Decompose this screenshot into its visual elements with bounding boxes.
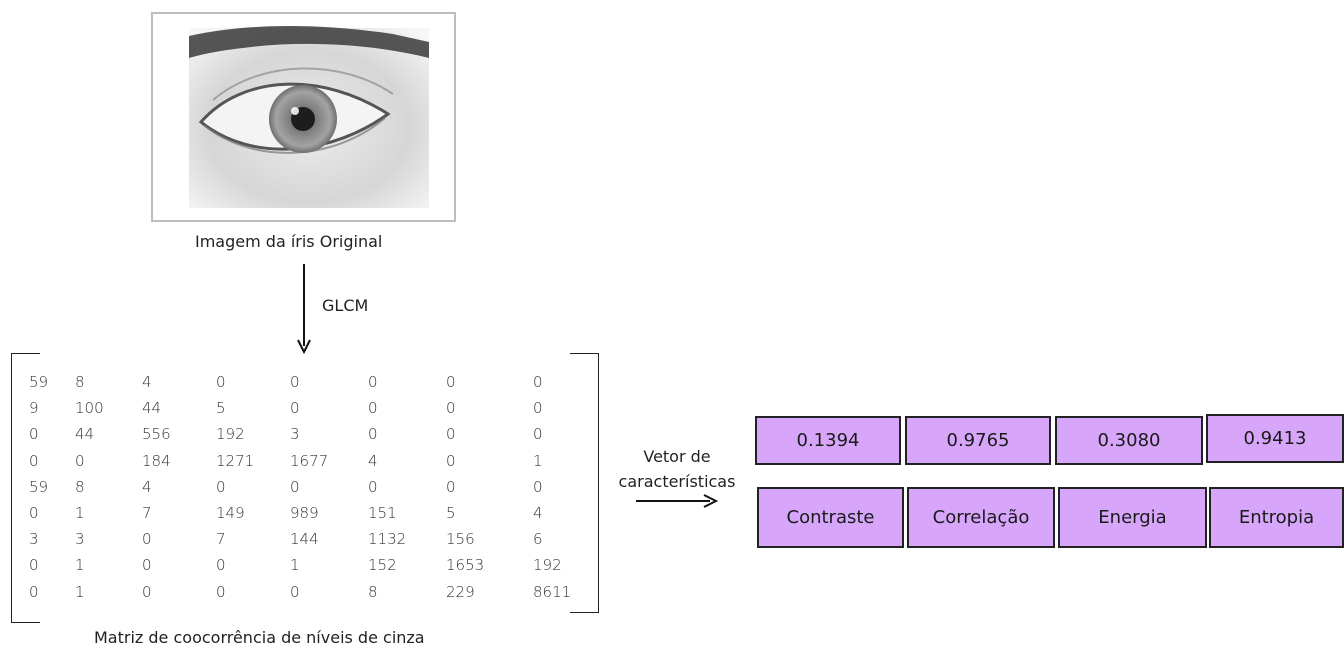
feature-name-energia: Energia xyxy=(1058,487,1207,548)
feature-value-entropia: 0.9413 xyxy=(1206,414,1344,463)
matrix-cell: 144 xyxy=(290,530,319,549)
matrix-right-bracket xyxy=(570,353,599,613)
matrix-cell: 0 xyxy=(29,451,39,470)
matrix-cell: 3 xyxy=(29,530,39,549)
matrix-cell: 0 xyxy=(290,399,300,418)
feature-value-energia: 0.3080 xyxy=(1055,416,1203,465)
matrix-cell: 156 xyxy=(446,530,475,549)
matrix-cell: 0 xyxy=(290,477,300,496)
image-caption: Imagem da íris Original xyxy=(195,232,383,251)
matrix-cell: 0 xyxy=(216,477,226,496)
matrix-cell: 100 xyxy=(75,399,104,418)
matrix-cell: 6 xyxy=(533,530,543,549)
feature-value-contraste: 0.1394 xyxy=(755,416,901,465)
matrix-cell: 0 xyxy=(290,582,300,601)
glcm-arrow-icon xyxy=(297,264,311,355)
matrix-cell: 7 xyxy=(216,530,226,549)
matrix-cell: 1 xyxy=(75,504,85,522)
matrix-cell: 0 xyxy=(368,373,378,391)
matrix-cell: 0 xyxy=(29,504,39,522)
matrix-cell: 4 xyxy=(142,477,152,496)
matrix-cell: 0 xyxy=(142,530,152,549)
matrix-cell: 0 xyxy=(533,373,543,391)
matrix-cell: 3 xyxy=(75,530,85,549)
matrix-cell: 5 xyxy=(216,399,226,418)
matrix-cell: 1 xyxy=(533,451,543,470)
matrix-cell: 5 xyxy=(446,504,456,522)
matrix-cell: 149 xyxy=(216,504,245,522)
matrix-cell: 8 xyxy=(75,373,85,391)
matrix-cell: 989 xyxy=(290,504,319,522)
matrix-cell: 0 xyxy=(142,556,152,575)
matrix-cell: 0 xyxy=(216,373,226,391)
matrix-cell: 59 xyxy=(29,373,49,391)
matrix-cell: 1677 xyxy=(290,451,329,470)
matrix-cell: 1271 xyxy=(216,451,255,470)
matrix-cell: 556 xyxy=(142,425,171,444)
matrix-cell: 1653 xyxy=(446,556,485,575)
matrix-cell: 0 xyxy=(368,399,378,418)
matrix-cell: 59 xyxy=(29,477,49,496)
matrix-cell: 1 xyxy=(75,582,85,601)
matrix-cell: 184 xyxy=(142,451,171,470)
matrix-cell: 0 xyxy=(29,425,39,444)
matrix-cell: 0 xyxy=(29,556,39,575)
matrix-cell: 0 xyxy=(290,373,300,391)
feature-name-contraste: Contraste xyxy=(757,487,904,548)
matrix-cell: 151 xyxy=(368,504,397,522)
matrix-cell: 1 xyxy=(75,556,85,575)
matrix-cell: 0 xyxy=(533,425,543,444)
iris-image-frame xyxy=(151,12,456,222)
matrix-cell: 4 xyxy=(533,504,543,522)
matrix-cell: 229 xyxy=(446,582,475,601)
matrix-cell: 8611 xyxy=(533,582,572,601)
matrix-cell: 0 xyxy=(446,373,456,391)
vector-label-line1: Vetor de xyxy=(643,447,711,466)
matrix-cell: 192 xyxy=(216,425,245,444)
matrix-cell: 0 xyxy=(75,451,85,470)
matrix-cell: 8 xyxy=(75,477,85,496)
matrix-cell: 0 xyxy=(446,399,456,418)
matrix-cell: 0 xyxy=(368,425,378,444)
matrix-cell: 152 xyxy=(368,556,397,575)
matrix-cell: 0 xyxy=(216,556,226,575)
matrix-left-bracket xyxy=(11,353,40,623)
matrix-cell: 0 xyxy=(368,477,378,496)
matrix-cell: 7 xyxy=(142,504,152,522)
matrix-cell: 0 xyxy=(142,582,152,601)
matrix-cell: 3 xyxy=(290,425,300,444)
glcm-label: GLCM xyxy=(322,296,369,315)
matrix-cell: 0 xyxy=(446,451,456,470)
feature-value-correlacao: 0.9765 xyxy=(905,416,1051,465)
matrix-cell: 0 xyxy=(216,582,226,601)
vector-label-line2: características xyxy=(618,472,736,491)
matrix-cell: 0 xyxy=(533,399,543,418)
matrix-cell: 4 xyxy=(142,373,152,391)
matrix-caption: Matriz de coocorrência de níveis de cinz… xyxy=(94,628,425,647)
feature-name-entropia: Entropia xyxy=(1209,487,1344,548)
matrix-cell: 44 xyxy=(75,425,95,444)
matrix-cell: 9 xyxy=(29,399,39,418)
matrix-cell: 8 xyxy=(368,582,378,601)
matrix-cell: 0 xyxy=(29,582,39,601)
matrix-cell: 1132 xyxy=(368,530,407,549)
vector-arrow-icon xyxy=(636,494,719,508)
matrix-cell: 1 xyxy=(290,556,300,575)
iris-eye-image xyxy=(189,25,429,208)
matrix-cell: 0 xyxy=(446,477,456,496)
matrix-cell: 0 xyxy=(533,477,543,496)
matrix-cell: 4 xyxy=(368,451,378,470)
feature-name-correlacao: Correlação xyxy=(907,487,1055,548)
matrix-cell: 192 xyxy=(533,556,562,575)
matrix-cell: 44 xyxy=(142,399,162,418)
matrix-cell: 0 xyxy=(446,425,456,444)
